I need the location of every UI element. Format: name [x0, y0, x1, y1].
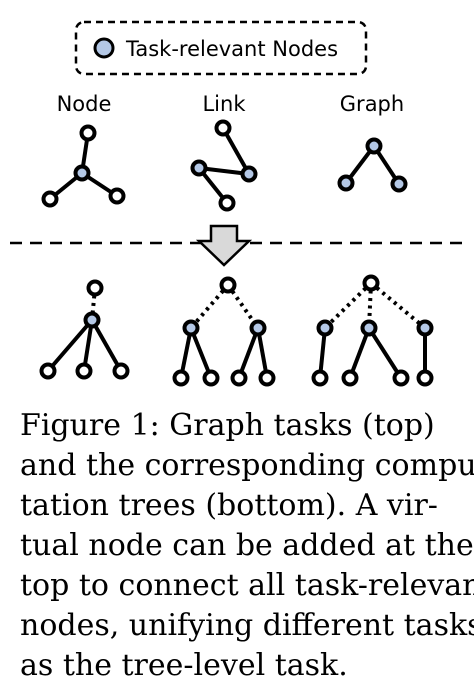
tree-virtual-node — [219, 276, 237, 294]
tree-graph-task — [311, 274, 434, 387]
graph-node — [41, 190, 59, 208]
tree-node-relevant — [182, 319, 200, 337]
tree-node-task — [39, 279, 130, 380]
tree-node — [172, 369, 190, 387]
caption-line: and the corresponding compu- — [20, 448, 474, 483]
task-label-graph: Graph — [340, 92, 404, 116]
tree-node — [39, 362, 57, 380]
caption-line: nodes, unifying different tasks — [20, 608, 474, 643]
caption-line: tual node can be added at the — [20, 528, 474, 563]
tree-node-relevant — [360, 319, 378, 337]
graph-node-relevant — [73, 164, 91, 182]
legend-label: Task-relevant Nodes — [125, 37, 338, 61]
tree-virtual-node — [362, 274, 380, 292]
graph-node-relevant — [390, 175, 408, 193]
tree-node-relevant — [249, 319, 267, 337]
tree-node — [202, 369, 220, 387]
graph-node-relevant — [240, 165, 258, 183]
tree-node — [112, 362, 130, 380]
tree-virtual-node — [86, 279, 104, 297]
tree-node-relevant — [316, 319, 334, 337]
tree-node — [341, 369, 359, 387]
tree-node-relevant — [83, 311, 101, 329]
graph-node — [79, 124, 97, 142]
caption-line: tation trees (bottom). A vir- — [20, 488, 438, 523]
task-label-link: Link — [202, 92, 246, 116]
tree-node — [392, 369, 410, 387]
caption-line: Figure 1: Graph tasks (top) — [20, 408, 435, 443]
diagram: Task-relevant Nodes Node Link Graph — [10, 20, 464, 387]
graph-graph-task — [337, 137, 408, 193]
task-label-node: Node — [57, 92, 112, 116]
graph-node — [218, 194, 236, 212]
graph-node — [214, 119, 232, 137]
graph-node-relevant — [190, 159, 208, 177]
legend-box — [74, 20, 368, 76]
tree-node — [416, 369, 434, 387]
tree-node — [75, 362, 93, 380]
down-arrow-icon — [195, 224, 253, 267]
tree-link-task — [172, 276, 276, 387]
tree-node — [230, 369, 248, 387]
tree-node — [311, 369, 329, 387]
caption-line: top to connect all task-relevant — [20, 568, 474, 603]
graph-node-task — [41, 124, 126, 208]
tree-node — [258, 369, 276, 387]
caption-line: as the tree-level task. — [20, 648, 348, 683]
graph-link-task — [190, 119, 258, 212]
tree-node-relevant — [416, 319, 434, 337]
graph-node — [108, 187, 126, 205]
graph-node-relevant — [337, 174, 355, 192]
figure-caption: Figure 1: Graph tasks (top) and the corr… — [20, 406, 474, 686]
graph-node-relevant — [365, 137, 383, 155]
legend-relevant-node-icon — [93, 37, 115, 59]
legend: Task-relevant Nodes — [74, 20, 368, 76]
